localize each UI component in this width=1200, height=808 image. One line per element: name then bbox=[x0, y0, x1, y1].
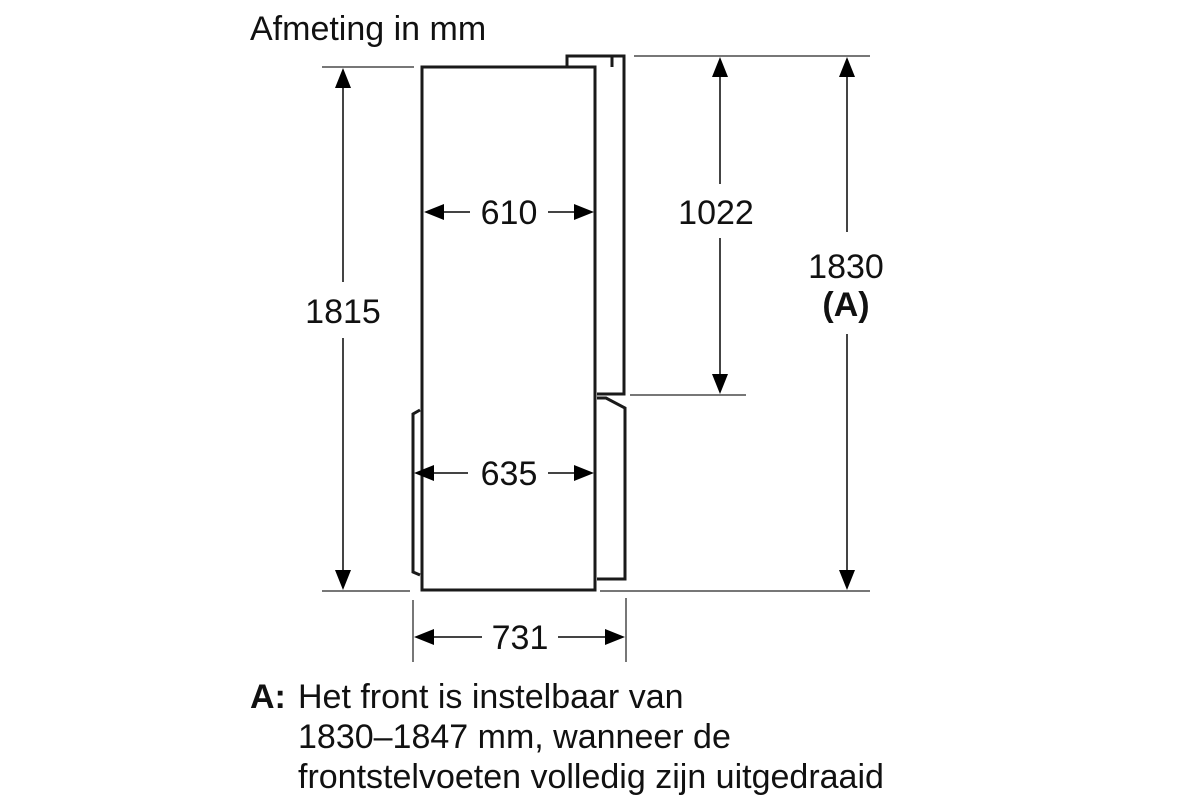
dimension-width-bottom: 635 bbox=[414, 455, 594, 493]
appliance-body bbox=[420, 65, 597, 592]
dimension-width-top: 610 bbox=[424, 194, 594, 232]
arrow-down-icon bbox=[839, 570, 855, 590]
footnote-marker: A: bbox=[250, 678, 286, 716]
footnote-line-1: Het front is instelbaar van bbox=[298, 678, 684, 716]
top-handle bbox=[565, 54, 614, 67]
footnote: A: Het front is instelbaar van 1830–1847… bbox=[250, 678, 884, 796]
label-1022: 1022 bbox=[678, 194, 754, 232]
arrow-right-icon bbox=[574, 204, 594, 220]
label-1830: 1830 bbox=[808, 248, 884, 286]
dimension-height-total: 1830 (A) bbox=[808, 57, 884, 590]
label-1815: 1815 bbox=[305, 293, 381, 331]
footnote-line-2: 1830–1847 mm, wanneer de bbox=[298, 718, 731, 756]
label-635: 635 bbox=[481, 455, 538, 493]
dimension-depth-total: 731 bbox=[414, 619, 625, 657]
label-note-a: (A) bbox=[822, 286, 869, 324]
label-610: 610 bbox=[481, 194, 538, 232]
label-731: 731 bbox=[492, 619, 549, 657]
dimension-door-height: 1022 bbox=[678, 57, 754, 394]
left-hinge-panel bbox=[411, 408, 421, 577]
arrow-up-icon bbox=[335, 68, 351, 88]
arrow-down-icon bbox=[335, 570, 351, 590]
arrow-down-icon bbox=[712, 374, 728, 394]
lower-door bbox=[597, 396, 627, 581]
arrow-left-icon bbox=[424, 204, 444, 220]
arrow-left-icon bbox=[414, 629, 434, 645]
appliance-outline bbox=[411, 54, 627, 592]
arrow-left-icon bbox=[414, 465, 434, 481]
footnote-line-3: frontstelvoeten volledig zijn uitgedraai… bbox=[298, 758, 884, 796]
arrow-up-icon bbox=[839, 57, 855, 77]
arrow-right-icon bbox=[605, 629, 625, 645]
dimension-height-body: 1815 bbox=[305, 68, 381, 590]
extension-lines bbox=[322, 55, 870, 662]
arrow-right-icon bbox=[574, 465, 594, 481]
diagram-title: Afmeting in mm bbox=[250, 10, 486, 48]
upper-door bbox=[597, 54, 626, 396]
arrow-up-icon bbox=[712, 57, 728, 77]
